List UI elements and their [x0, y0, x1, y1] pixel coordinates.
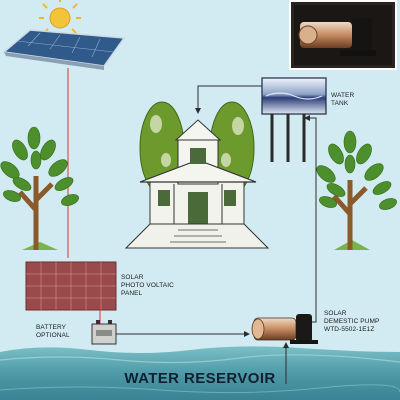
water-line-pump-to-tank	[300, 117, 317, 323]
battery-label-line-1: BATTERY	[36, 324, 67, 331]
house	[124, 101, 270, 249]
water-tank-label-line-1: WATER	[331, 92, 355, 99]
battery-label-line-2: OPTIONAL	[36, 332, 70, 339]
pump-label-line-3: WTD-5502-1E1Z	[324, 326, 375, 333]
left-tree	[0, 126, 79, 250]
water-line-tank-to-house	[197, 85, 262, 110]
arrow-down-icon	[195, 108, 201, 114]
solar-pv-panel	[25, 261, 117, 311]
pump-label-line-1: SOLAR	[324, 310, 347, 317]
solar-panel-label: SOLAR PHOTO VOLTAIC PANEL	[121, 274, 174, 298]
water-reservoir	[0, 346, 400, 400]
solar-panel-label-line-2: PHOTO VOLTAIC	[121, 282, 174, 289]
arrow-right-icon	[244, 331, 250, 337]
water-reservoir-label: WATER RESERVOIR	[124, 370, 276, 387]
battery-label: BATTERY OPTIONAL	[36, 324, 70, 340]
arrow-up-icon	[283, 342, 289, 348]
pump-label-line-2: DEMESTIC PUMP	[324, 318, 380, 325]
arrow-left-icon	[304, 115, 310, 121]
roof-solar-panel	[2, 29, 126, 70]
solar-pump	[251, 314, 318, 344]
sun-icon	[39, 0, 81, 34]
pump-label: SOLAR DEMESTIC PUMP WTD-5502-1E1Z	[324, 310, 379, 334]
right-tree	[316, 130, 397, 250]
water-tank-label-line-2: TANK	[331, 100, 349, 107]
water-tank	[261, 77, 327, 162]
water-tank-label: WATER TANK	[331, 92, 354, 108]
solar-panel-label-line-3: PANEL	[121, 290, 143, 297]
pump-photo-inset	[289, 0, 397, 70]
solar-panel-label-line-1: SOLAR	[121, 274, 144, 281]
battery-icon	[91, 320, 117, 345]
